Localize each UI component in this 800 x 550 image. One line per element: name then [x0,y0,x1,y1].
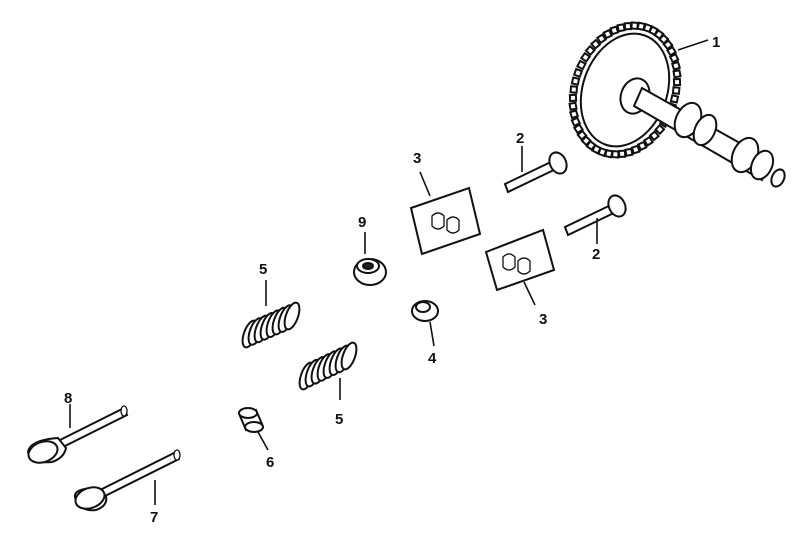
valve-keepers-upper [409,186,482,256]
gear-tooth [568,93,578,103]
valve-lower [74,449,181,512]
gear-tooth [670,60,682,71]
valve-spring-lower [298,341,358,391]
gear-tooth [624,147,634,157]
gear-tooth [602,28,614,40]
gear-tooth [576,129,588,141]
tappet-lower [563,194,627,237]
label-5-upper: 5 [259,261,267,278]
label-3-upper: 3 [413,150,421,167]
gear-tooth [568,109,580,120]
leader-3-upper [419,171,431,197]
gear-tooth [572,67,584,79]
gear-tooth [648,130,661,142]
gear-tooth [576,59,587,71]
gear-tooth [658,33,670,45]
spring-coil [283,301,301,331]
tappet-upper [503,151,568,194]
label-8: 8 [64,390,72,407]
camshaft-with-gear [568,21,786,188]
label-4: 4 [428,350,437,367]
label-3-lower: 3 [539,311,547,328]
valve-keepers-lower [484,228,556,292]
label-2-upper: 2 [516,130,524,147]
gear-tooth [570,76,581,86]
gear-tooth [669,94,680,104]
gear-tooth [579,51,592,63]
gear-tooth [616,23,626,33]
leader-4 [429,321,435,347]
valve-spring-upper [241,301,301,349]
valve-upper [26,405,129,464]
gear-tooth [662,39,674,51]
leader-6 [257,431,269,451]
label-2-lower: 2 [592,246,600,263]
gear-tooth [572,123,585,135]
gear-tooth [570,116,582,128]
gear-tooth [630,144,641,155]
label-6: 6 [266,454,274,471]
leader-1 [677,39,709,51]
spring-coil [340,341,358,371]
cam-shaft-end [770,168,786,188]
gear-tooth [672,77,682,87]
gear-tooth [636,140,648,152]
gear-tooth [609,25,620,36]
gear-tooth [623,22,633,31]
gear-tooth [671,86,681,95]
spring-retainer-cap [411,300,439,322]
gear-tooth [617,149,627,158]
label-9: 9 [358,214,366,231]
cam-lobe-4 [749,149,775,181]
label-5-lower: 5 [335,411,343,428]
gear-tooth [654,123,666,136]
leader-3-lower [523,281,536,306]
gear-tooth [584,44,596,57]
gear-tooth [668,52,680,64]
cam-lobe-2 [692,113,718,147]
label-7: 7 [150,509,158,526]
valve-guide-seal [238,407,264,433]
gear-tooth [589,38,602,50]
gear-tooth [665,45,678,57]
gear-tooth [672,69,682,79]
gear-tooth [569,85,579,94]
gear-tooth [642,135,655,147]
gear-tooth [595,33,608,45]
label-1: 1 [712,34,720,51]
valve-rotator [353,258,387,286]
gear-tooth [568,101,578,111]
cam-gear-teeth [568,21,682,159]
gear-tooth [580,135,592,147]
